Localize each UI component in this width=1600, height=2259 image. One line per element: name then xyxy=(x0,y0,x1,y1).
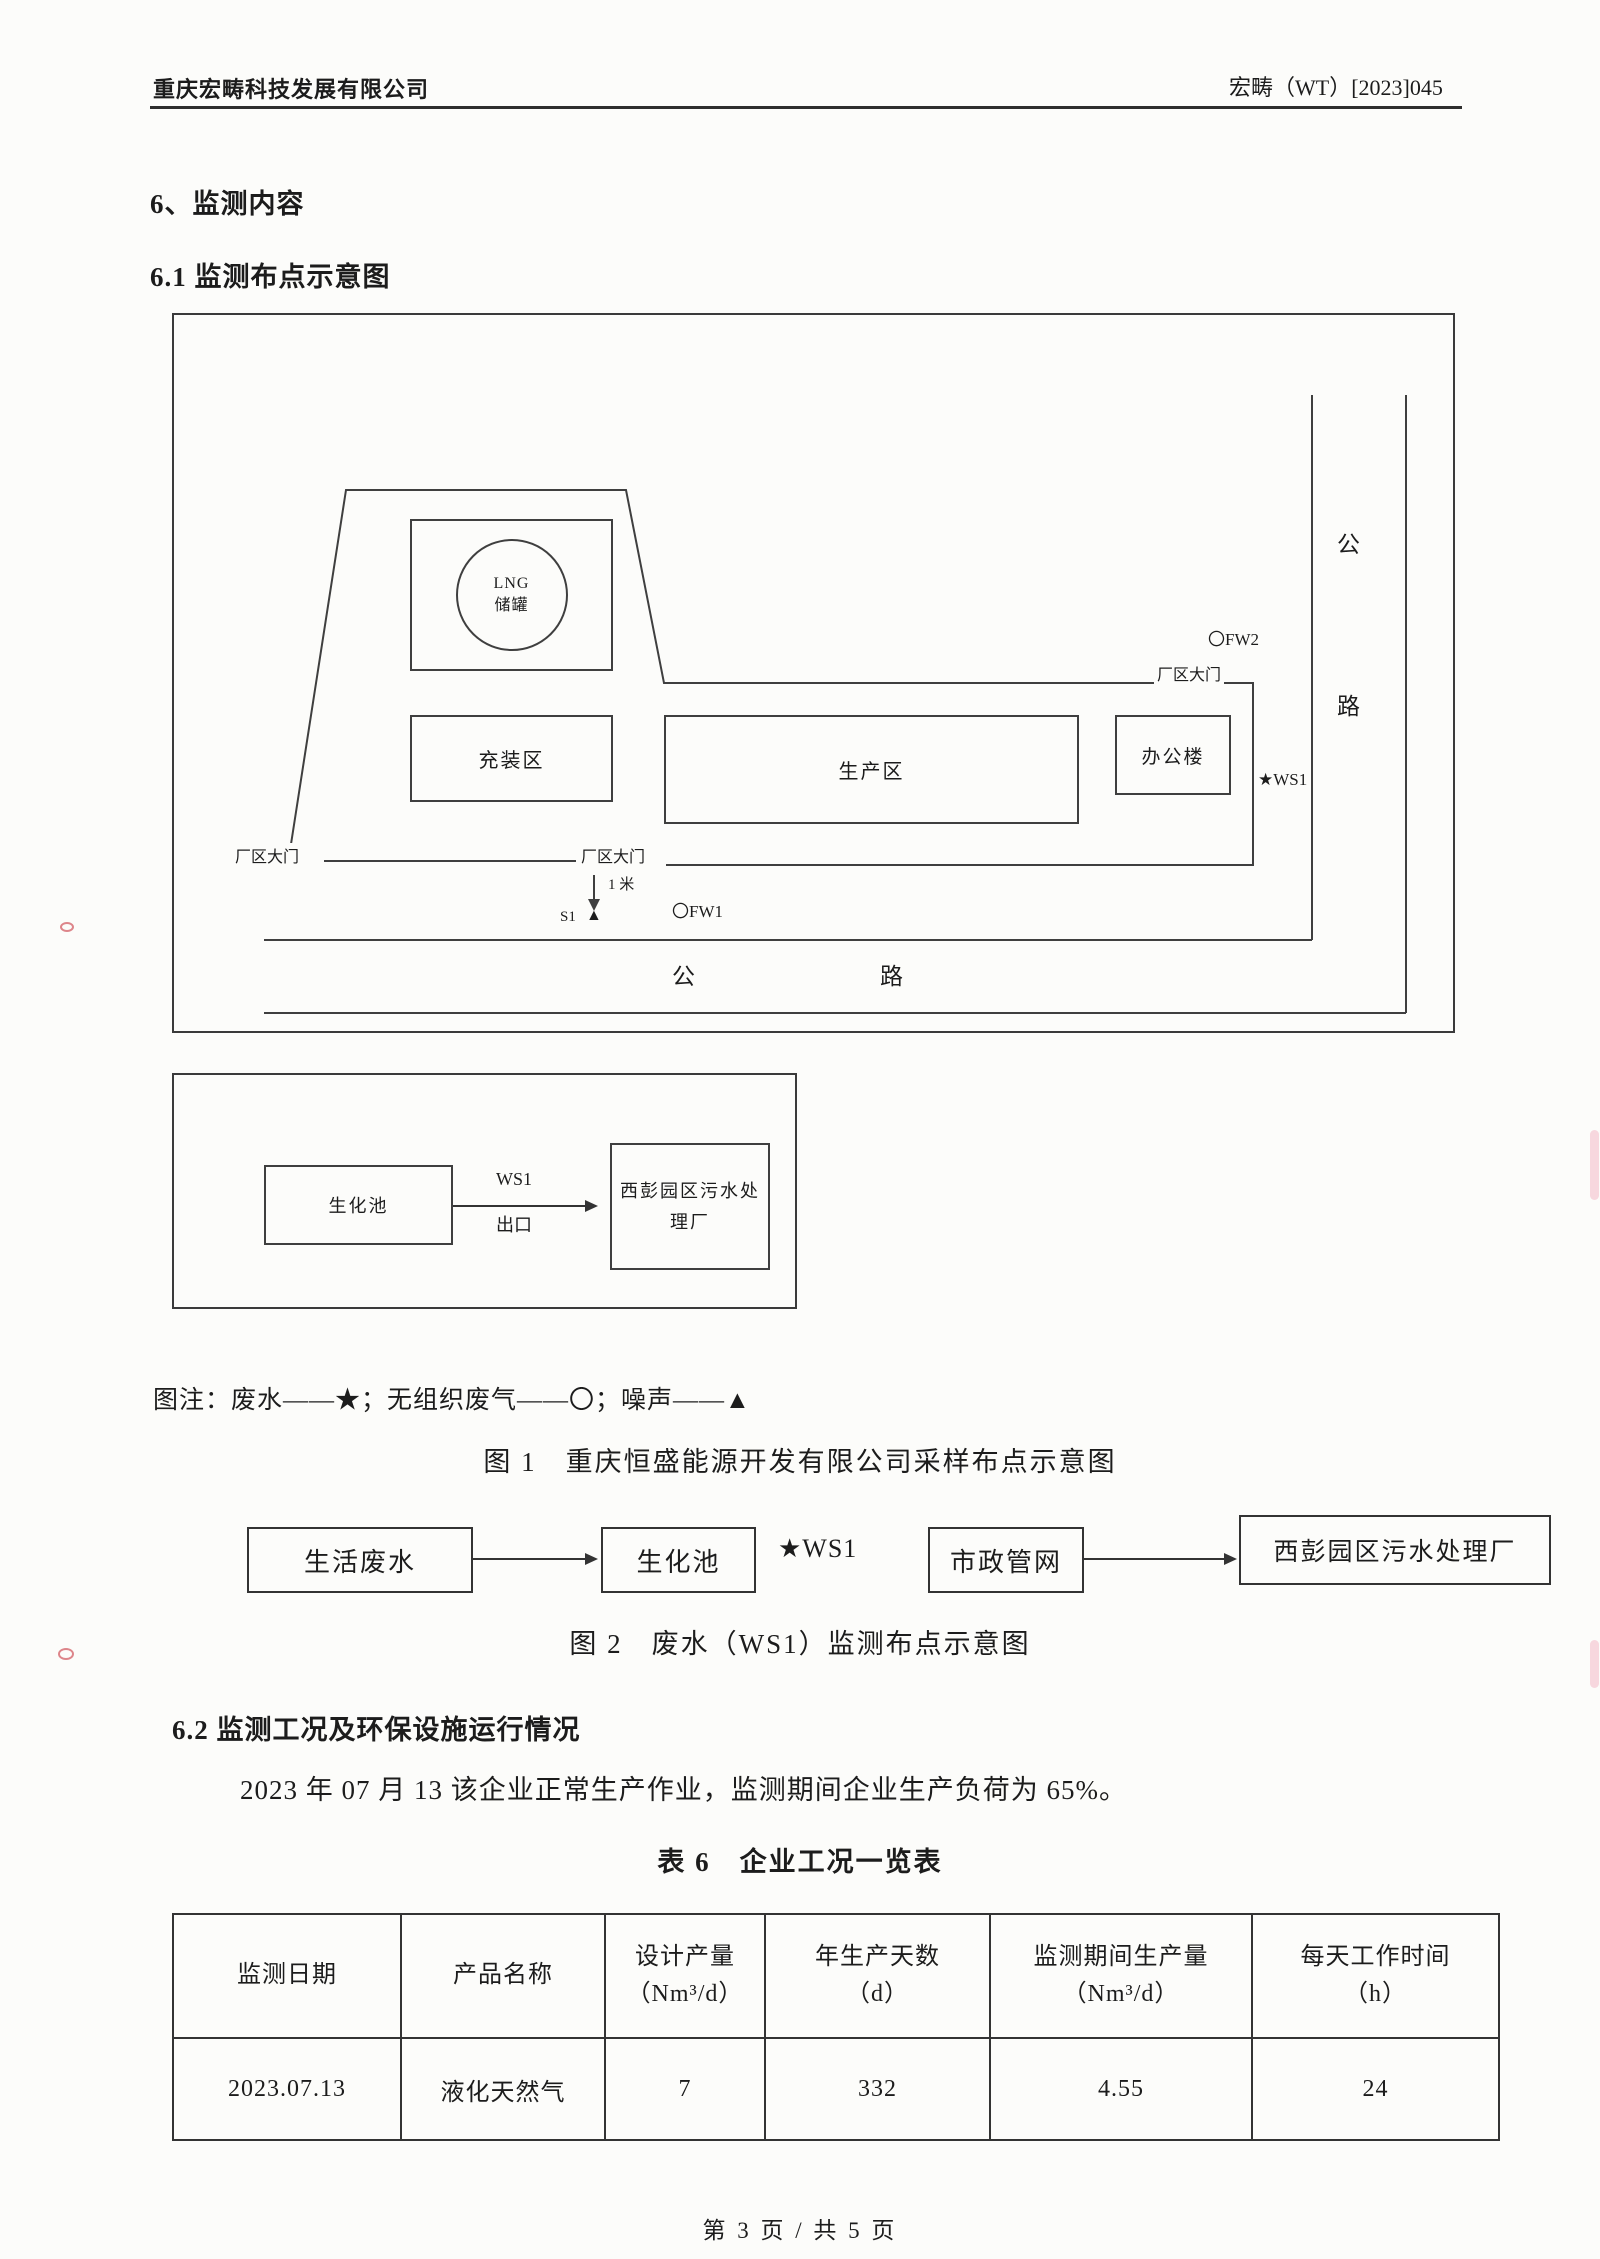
lng-tank-area-box: LNG 储罐 xyxy=(410,519,613,671)
table-6: 监测日期 产品名称 设计产量 （Nm³/d） 年生产天数 （d） 监测期间生产量 xyxy=(172,1913,1500,2141)
cell-work-hours: 24 xyxy=(1251,2037,1500,2141)
header-work-hours: 每天工作时间 （h） xyxy=(1251,1913,1500,2039)
section-6-heading: 6、监测内容 xyxy=(150,189,305,219)
page-number: 第 3 页 / 共 5 页 xyxy=(702,2218,898,2243)
fig2-ws1-label: ★WS1 xyxy=(778,1534,858,1563)
ws1-outlet-label-line2: 出口 xyxy=(496,1215,532,1235)
cell-design-output: 7 xyxy=(604,2037,766,2141)
cell-annual-days: 332 xyxy=(764,2037,991,2141)
table-header-row: 监测日期 产品名称 设计产量 （Nm³/d） 年生产天数 （d） 监测期间生产量 xyxy=(172,1913,1500,2039)
production-area-box: 生产区 xyxy=(664,715,1079,824)
table-data-row: 2023.07.13 液化天然气 7 332 4.55 24 xyxy=(172,2037,1500,2141)
figure2-caption: 图 2 废水（WS1）监测布点示意图 xyxy=(569,1629,1031,1659)
scan-artifact xyxy=(1590,1640,1599,1688)
road-bottom-char-2: 路 xyxy=(880,964,903,989)
site-plan-lines xyxy=(264,395,1407,1014)
gate-label-west: 厂区大门 xyxy=(232,843,303,867)
cell-product-name: 液化天然气 xyxy=(400,2037,606,2141)
lng-tank-circle: LNG 储罐 xyxy=(455,539,568,651)
ws1-outlet-label-line1: WS1 xyxy=(496,1169,532,1189)
office-building-box: 办公楼 xyxy=(1115,715,1231,795)
header-monitor-output: 监测期间生产量 （Nm³/d） xyxy=(989,1913,1253,2039)
road-bottom-char-1: 公 xyxy=(672,964,695,989)
ws1-marker: ★WS1 xyxy=(1258,770,1308,789)
biochemical-pool-box: 生化池 xyxy=(264,1165,453,1245)
table6-title: 表 6 企业工况一览表 xyxy=(657,1847,943,1877)
section-6-2-paragraph: 2023 年 07 月 13 该企业正常生产作业，监测期间企业生产负荷为 65%… xyxy=(240,1775,1127,1805)
treatment-plant-box: 西彭园区污水处理厂 xyxy=(610,1143,770,1270)
s1-noise-marker: ▲ xyxy=(586,907,602,924)
lng-label-line1: LNG xyxy=(493,574,530,592)
filling-area-box: 充装区 xyxy=(410,715,613,802)
fig2-biochemical-pool-box: 生化池 xyxy=(601,1527,756,1593)
scan-artifact xyxy=(1590,1130,1599,1200)
road-right-char-1: 公 xyxy=(1337,532,1360,557)
flow-arrow xyxy=(453,1200,598,1212)
distance-label: 1 米 xyxy=(608,877,635,893)
doc-number: 宏畴（WT）[2023]045 xyxy=(1229,75,1443,100)
fig2-treatment-plant-box: 西彭园区污水处理厂 xyxy=(1239,1515,1551,1585)
section-6-1-heading: 6.1 监测布点示意图 xyxy=(150,262,391,292)
fig2-domestic-wastewater-box: 生活废水 xyxy=(247,1527,473,1593)
fig2-arrow-2 xyxy=(1084,1553,1237,1565)
header-product-name: 产品名称 xyxy=(400,1913,606,2039)
fw2-marker: 〇FW2 xyxy=(1208,630,1259,649)
figure1-site-plan: LNG 储罐 充装区 生产区 办公楼 〇FW2 厂区大门 ★WS1 厂区大门 厂… xyxy=(172,313,1455,1033)
figure1-ws1-flow-box: 生化池 WS1 出口 西彭园区污水处理厂 xyxy=(172,1073,797,1309)
header-monitor-date: 监测日期 xyxy=(172,1913,402,2039)
figure1-caption: 图 1 重庆恒盛能源开发有限公司采样布点示意图 xyxy=(483,1447,1117,1477)
header-annual-days: 年生产天数 （d） xyxy=(764,1913,991,2039)
fig2-arrow-1 xyxy=(473,1553,598,1565)
fig2-municipal-pipe-box: 市政管网 xyxy=(928,1527,1084,1593)
s1-label: S1 xyxy=(560,909,576,925)
gate-label-south: 厂区大门 xyxy=(578,843,649,867)
section-6-2-heading: 6.2 监测工况及环保设施运行情况 xyxy=(172,1715,581,1745)
plant-boundary-line xyxy=(288,489,1254,866)
lng-label-line2: 储罐 xyxy=(494,597,529,614)
header-divider xyxy=(150,106,1462,109)
road-right-char-2: 路 xyxy=(1337,694,1360,719)
figure-legend: 图注：废水——★；无组织废气——〇；噪声——▲ xyxy=(153,1387,751,1414)
scan-artifact xyxy=(58,1648,74,1660)
cell-monitor-date: 2023.07.13 xyxy=(172,2037,402,2141)
gate-label-north: 厂区大门 xyxy=(1154,661,1225,685)
header-design-output: 设计产量 （Nm³/d） xyxy=(604,1913,766,2039)
scan-artifact xyxy=(60,922,74,932)
company-name: 重庆宏畴科技发展有限公司 xyxy=(153,77,430,102)
cell-monitor-output: 4.55 xyxy=(989,2037,1253,2141)
distance-arrow-head xyxy=(588,899,600,911)
fw1-marker: 〇FW1 xyxy=(672,902,723,921)
